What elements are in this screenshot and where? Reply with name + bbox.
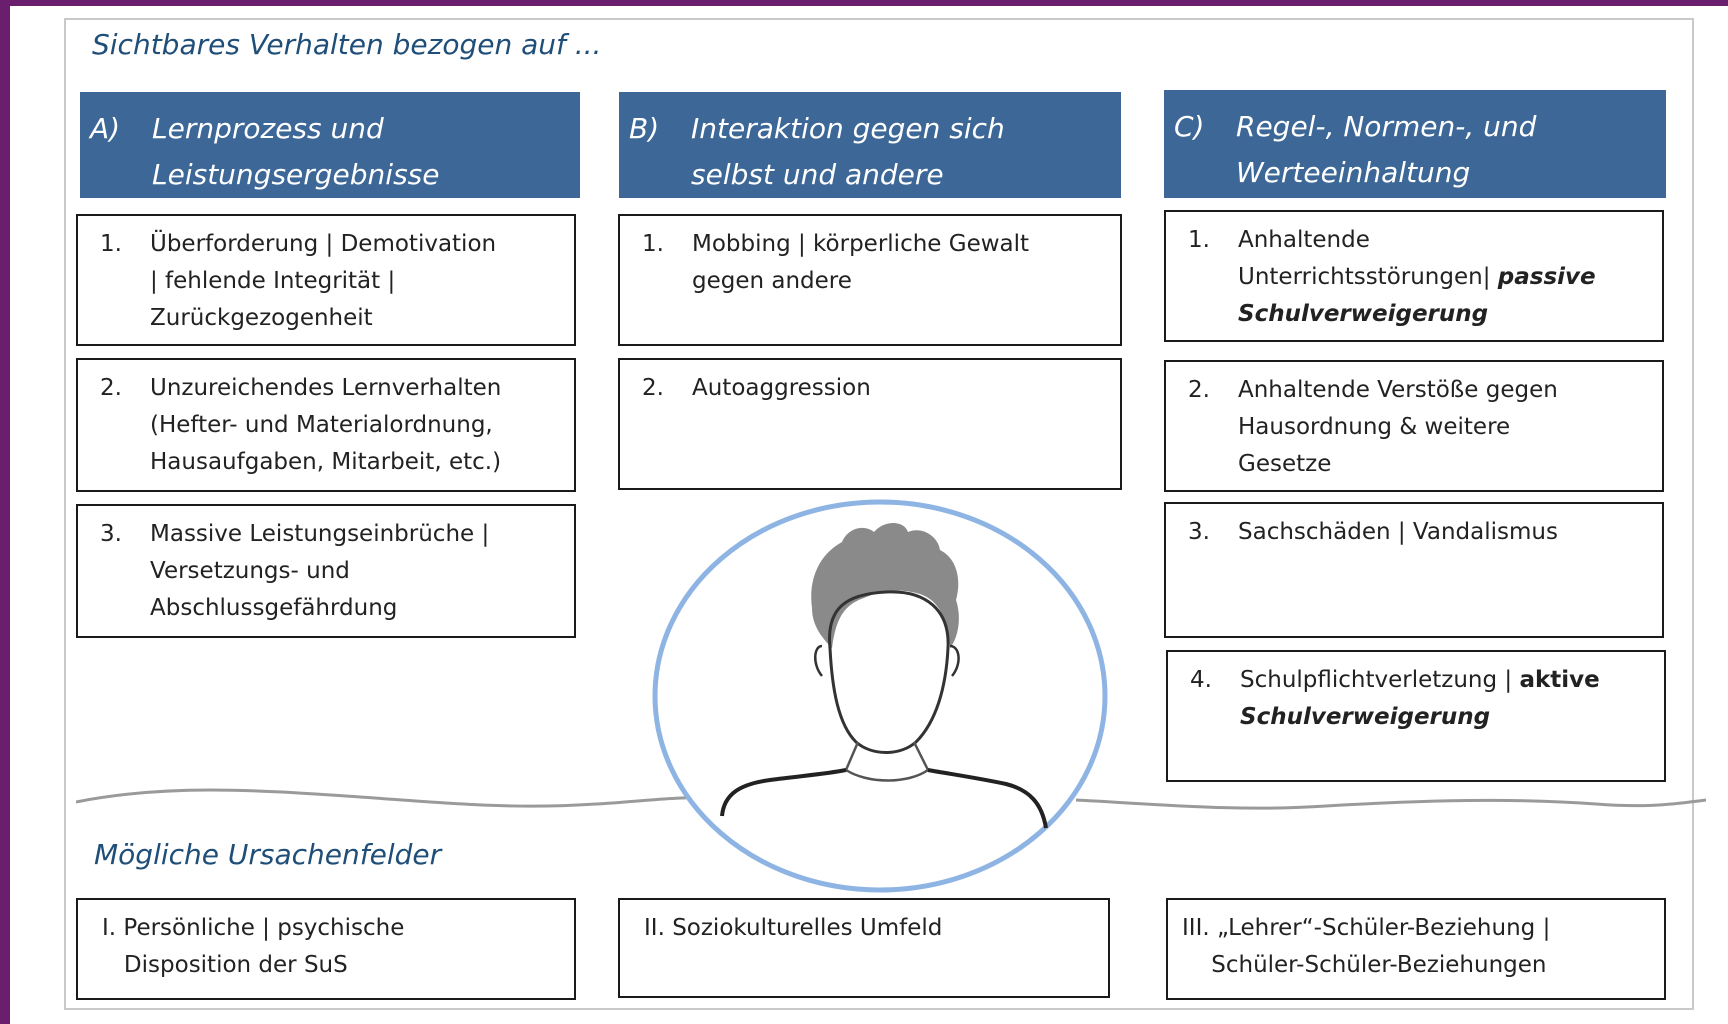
header-c: C) Regel-, Normen-, und Werteeinhaltung: [1164, 90, 1666, 198]
cause-1-text: I. Persönliche | psychische Disposition …: [102, 910, 564, 984]
behavior-a3-line3: Abschlussgefährdung: [150, 595, 398, 621]
behavior-a3-box: 3. Massive Leistungseinbrüche | Versetzu…: [76, 504, 576, 638]
behavior-b1-line2: gegen andere: [692, 268, 852, 294]
cause-1-line2: Disposition der SuS: [102, 952, 348, 978]
header-a-letter: A): [90, 112, 121, 145]
heading-possible-causes: Mögliche Ursachenfelder: [94, 838, 442, 871]
behavior-c1-line2: Unterrichtsstörungen|: [1238, 264, 1498, 290]
behavior-a1-text: Überforderung | Demotivation | fehlende …: [150, 226, 564, 337]
cause-1-box: I. Persönliche | psychische Disposition …: [76, 898, 576, 1000]
right-ear-icon: [949, 644, 960, 677]
header-c-line2: Werteeinhaltung: [1236, 156, 1471, 189]
behavior-c2-line3: Gesetze: [1238, 451, 1332, 477]
behavior-b1-box: 1. Mobbing | körperliche Gewalt gegen an…: [618, 214, 1122, 346]
header-b: B) Interaktion gegen sich selbst und and…: [619, 92, 1121, 198]
behavior-c2-box: 2. Anhaltende Verstöße gegen Hausordnung…: [1164, 360, 1664, 492]
behavior-c1-emphasis: passive: [1497, 264, 1596, 290]
behavior-c4-line2: Schulverweigerung: [1240, 704, 1491, 730]
shoulders-icon: [720, 768, 1048, 829]
behavior-b2-line1: Autoaggression: [692, 375, 871, 401]
behavior-a1-box: 1. Überforderung | Demotivation | fehlen…: [76, 214, 576, 346]
behavior-c4-box: 4. Schulpflichtverletzung | aktive Schul…: [1166, 650, 1666, 782]
behavior-a2-line2: (Hefter- und Materialordnung,: [150, 412, 493, 438]
behavior-c4-number: 4.: [1190, 667, 1212, 693]
behavior-c3-text: Sachschäden | Vandalismus: [1238, 514, 1652, 551]
header-c-title: Regel-, Normen-, und Werteeinhaltung: [1236, 104, 1536, 196]
wavy-divider-right: [1075, 798, 1706, 810]
header-b-line1: Interaktion gegen sich: [691, 112, 1005, 145]
behavior-a1-line2: | fehlende Integrität |: [150, 268, 396, 294]
cause-3-line2: Schüler-Schüler-Beziehungen: [1182, 952, 1547, 978]
canvas: Sichtbares Verhalten bezogen auf ... A) …: [10, 6, 1728, 1024]
behavior-c2-line2: Hausordnung & weitere: [1238, 414, 1511, 440]
behavior-b2-number: 2.: [642, 375, 664, 401]
behavior-c1-box: 1. Anhaltende Unterrichtsstörungen| pass…: [1164, 210, 1664, 342]
behavior-c4-text: Schulpflichtverletzung | aktive Schulver…: [1240, 662, 1654, 736]
neck-icon: [844, 741, 930, 771]
cause-3-box: III. „Lehrer“-Schüler-Beziehung | Schüle…: [1166, 898, 1666, 1000]
cause-2-box: II. Soziokulturelles Umfeld: [618, 898, 1110, 998]
cause-3-line1: III. „Lehrer“-Schüler-Beziehung |: [1182, 915, 1551, 941]
behavior-a3-line2: Versetzungs- und: [150, 558, 350, 584]
behavior-a2-line3: Hausaufgaben, Mitarbeit, etc.): [150, 449, 502, 475]
behavior-a3-text: Massive Leistungseinbrüche | Versetzungs…: [150, 516, 564, 627]
behavior-a2-text: Unzureichendes Lernverhalten (Hefter- un…: [150, 370, 564, 481]
behavior-a3-line1: Massive Leistungseinbrüche |: [150, 521, 490, 547]
behavior-a1-number: 1.: [100, 231, 122, 257]
behavior-c2-number: 2.: [1188, 377, 1210, 403]
heading-visible-behavior: Sichtbares Verhalten bezogen auf ...: [92, 28, 602, 61]
cause-1-line1: I. Persönliche | psychische: [102, 915, 405, 941]
header-a-title: Lernprozess und Leistungsergebnisse: [152, 106, 439, 198]
behavior-a2-number: 2.: [100, 375, 122, 401]
behavior-a1-line3: Zurückgezogenheit: [150, 305, 373, 331]
behavior-b1-number: 1.: [642, 231, 664, 257]
left-ear-icon: [814, 644, 824, 677]
behavior-c4-line1: Schulpflichtverletzung |: [1240, 667, 1520, 693]
person-illustration: [652, 499, 1108, 893]
behavior-c3-number: 3.: [1188, 519, 1210, 545]
wavy-divider-left: [76, 788, 717, 808]
behavior-c1-number: 1.: [1188, 227, 1210, 253]
face-outline-icon: [828, 590, 950, 754]
behavior-a2-box: 2. Unzureichendes Lernverhalten (Hefter-…: [76, 358, 576, 492]
header-c-letter: C): [1174, 110, 1205, 143]
behavior-b1-line1: Mobbing | körperliche Gewalt: [692, 231, 1030, 257]
behavior-c3-line1: Sachschäden | Vandalismus: [1238, 519, 1558, 545]
behavior-a3-number: 3.: [100, 521, 122, 547]
header-a-line2: Leistungsergebnisse: [152, 158, 440, 191]
behavior-c3-box: 3. Sachschäden | Vandalismus: [1164, 502, 1664, 638]
behavior-c1-line1: Anhaltende: [1238, 227, 1370, 253]
person-circle: [652, 499, 1108, 893]
behavior-a1-line1: Überforderung | Demotivation: [150, 231, 497, 257]
behavior-c1-line3: Schulverweigerung: [1238, 301, 1489, 327]
diagram-frame: [64, 18, 1694, 1010]
wavy-divider: [76, 788, 1706, 810]
cause-2-line1: II. Soziokulturelles Umfeld: [644, 915, 943, 941]
behavior-c1-text: Anhaltende Unterrichtsstörungen| passive…: [1238, 222, 1652, 333]
cause-2-text: II. Soziokulturelles Umfeld: [644, 910, 1098, 947]
behavior-b2-box: 2. Autoaggression: [618, 358, 1122, 490]
header-a: A) Lernprozess und Leistungsergebnisse: [80, 92, 580, 198]
header-a-line1: Lernprozess und: [152, 112, 384, 145]
header-c-line1: Regel-, Normen-, und: [1236, 110, 1537, 143]
collar-icon: [845, 768, 929, 782]
hair-icon: [811, 523, 959, 648]
behavior-c2-text: Anhaltende Verstöße gegen Hausordnung & …: [1238, 372, 1652, 483]
header-b-letter: B): [629, 112, 660, 145]
cause-3-text: III. „Lehrer“-Schüler-Beziehung | Schüle…: [1182, 910, 1654, 984]
header-b-line2: selbst und andere: [691, 158, 944, 191]
behavior-b1-text: Mobbing | körperliche Gewalt gegen ander…: [692, 226, 1110, 300]
behavior-b2-text: Autoaggression: [692, 370, 1110, 407]
header-b-title: Interaktion gegen sich selbst und andere: [691, 106, 1005, 198]
behavior-a2-line1: Unzureichendes Lernverhalten: [150, 375, 502, 401]
behavior-c4-emphasis: aktive: [1519, 667, 1600, 693]
behavior-c2-line1: Anhaltende Verstöße gegen: [1238, 377, 1558, 403]
